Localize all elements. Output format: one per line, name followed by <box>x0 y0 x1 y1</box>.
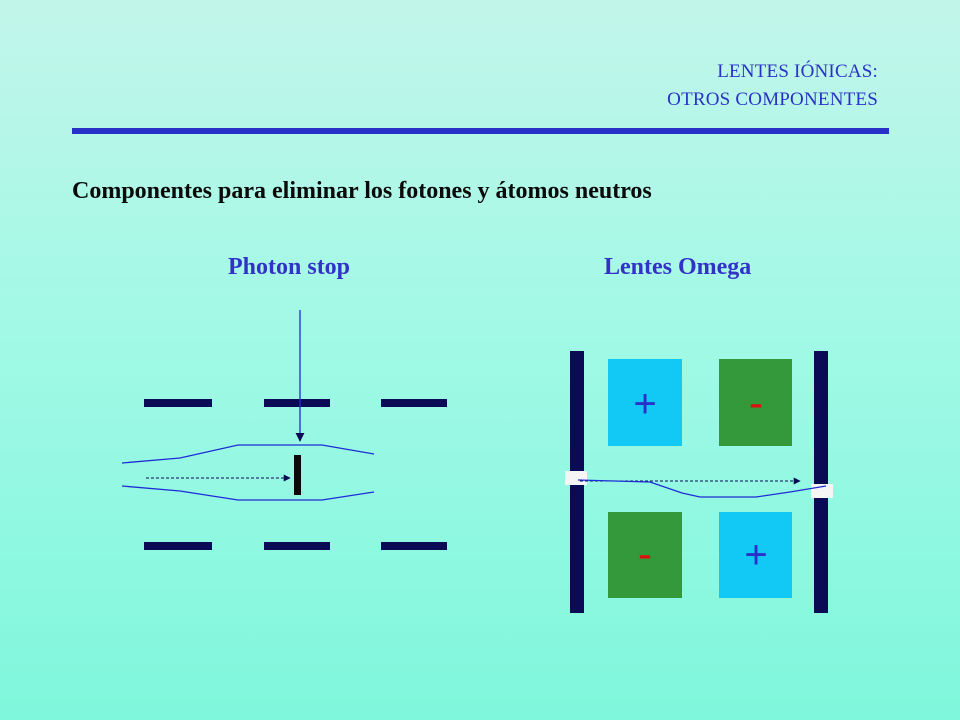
photon-stop-label: Photon stop <box>228 254 351 280</box>
negative-electrode-top-right <box>719 359 792 446</box>
upper-electrode-3 <box>381 399 447 407</box>
lower-electrode-2 <box>264 542 330 550</box>
ion-beam-path <box>577 479 827 498</box>
entrance-aperture <box>565 471 587 485</box>
minus-sign-bottom-left: - <box>638 530 652 577</box>
positive-electrode-top-left <box>608 359 682 446</box>
upper-electrode-1 <box>144 399 212 407</box>
plus-sign-top-left: + <box>633 382 656 426</box>
photon-stop-bar <box>294 455 301 495</box>
slide-title-line2: OTROS COMPONENTES <box>667 89 878 110</box>
upper-electrode-2 <box>264 399 330 407</box>
slide-title-line1: LENTES IÓNICAS: <box>717 61 878 82</box>
minus-sign-top-right: - <box>749 379 763 426</box>
omega-lens-label: Lentes Omega <box>604 254 752 280</box>
positive-electrode-bottom-right <box>719 512 792 598</box>
title-divider <box>72 128 889 134</box>
photon-stop-diagram <box>121 310 447 550</box>
right-plate <box>814 351 828 613</box>
ion-beam-upper <box>121 444 375 464</box>
lower-electrode-1 <box>144 542 212 550</box>
plus-sign-bottom-right: + <box>744 533 767 577</box>
section-heading: Componentes para eliminar los fotones y … <box>72 178 652 204</box>
ion-beam-lower <box>121 485 375 501</box>
slide-title: LENTES IÓNICAS: OTROS COMPONENTES <box>667 58 878 114</box>
omega-lens-diagram: + - - + <box>565 351 833 613</box>
negative-electrode-bottom-left <box>608 512 682 598</box>
lower-electrode-3 <box>381 542 447 550</box>
